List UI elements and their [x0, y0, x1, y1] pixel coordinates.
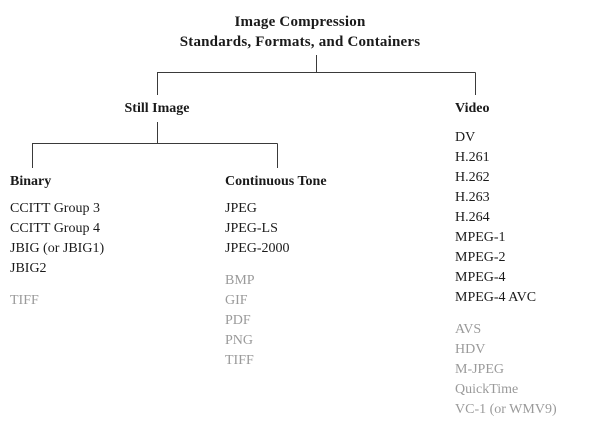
leaf-item: VC-1 (or WMV9): [455, 402, 557, 417]
leaf-item: MPEG-4 AVC: [455, 290, 537, 305]
leaf-item: JPEG-LS: [225, 221, 278, 236]
leaf-item: JPEG: [225, 201, 257, 216]
column-binary: Binary CCITT Group 3 CCITT Group 4 JBIG (o…: [10, 172, 104, 311]
leaf-item: DV: [455, 130, 476, 145]
group-spacer: [225, 259, 327, 271]
leaf-item: PDF: [225, 313, 251, 328]
leaf-item: CCITT Group 4: [10, 221, 100, 236]
diagram-title: Image Compression Standards, Formats, an…: [0, 12, 600, 52]
title-line-2: Standards, Formats, and Containers: [179, 34, 421, 50]
leaf-item: HDV: [455, 342, 486, 357]
leaf-item: GIF: [225, 293, 248, 308]
leaf-item: H.262: [455, 170, 490, 185]
leaf-item: CCITT Group 3: [10, 201, 100, 216]
leaf-item: MPEG-4: [455, 270, 506, 285]
column-heading-continuous-tone: Continuous Tone: [225, 174, 327, 189]
leaf-item: TIFF: [225, 353, 254, 368]
leaf-item: QuickTime: [455, 382, 519, 397]
column-heading-binary: Binary: [10, 174, 52, 189]
leaf-item: MPEG-1: [455, 230, 506, 245]
title-line-1: Image Compression: [234, 14, 366, 30]
leaf-item: JBIG2: [10, 261, 47, 276]
column-items-binary: CCITT Group 3 CCITT Group 4 JBIG (or JBIG1…: [10, 199, 104, 311]
node-video: Video: [455, 101, 490, 116]
leaf-item: H.264: [455, 210, 490, 225]
leaf-item: H.263: [455, 190, 490, 205]
leaf-item: BMP: [225, 273, 255, 288]
leaf-item: PNG: [225, 333, 254, 348]
group-spacer: [10, 279, 104, 291]
group-spacer: [455, 308, 557, 320]
leaf-item: MPEG-2: [455, 250, 506, 265]
node-still-image: Still Image: [124, 101, 190, 116]
leaf-item: H.261: [455, 150, 490, 165]
leaf-item: JPEG-2000: [225, 241, 290, 256]
leaf-item: JBIG (or JBIG1): [10, 241, 105, 256]
leaf-item: AVS: [455, 322, 482, 337]
leaf-item: TIFF: [10, 293, 39, 308]
leaf-item: M-JPEG: [455, 362, 505, 377]
